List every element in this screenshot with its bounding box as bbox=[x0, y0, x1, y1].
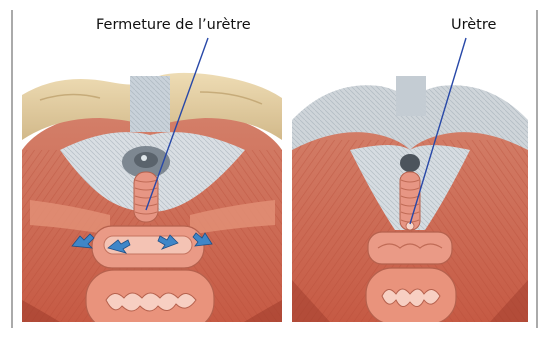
right-panel-illustration bbox=[292, 38, 528, 324]
left-panel-illustration bbox=[22, 38, 282, 330]
